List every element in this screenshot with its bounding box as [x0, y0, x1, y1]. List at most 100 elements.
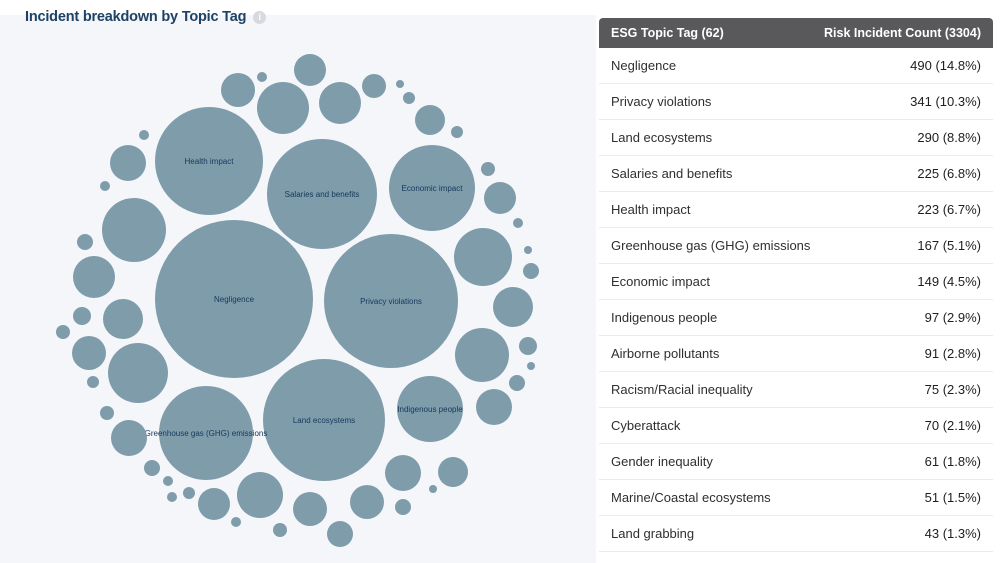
bubble[interactable]: [438, 457, 468, 487]
bubble[interactable]: [198, 488, 230, 520]
tag-cell: Land grabbing: [611, 526, 695, 541]
bubble-negligence[interactable]: [155, 220, 313, 378]
bubble[interactable]: [72, 336, 106, 370]
bubble[interactable]: [100, 406, 114, 420]
table-header: ESG Topic Tag (62) Risk Incident Count (…: [599, 18, 993, 48]
bubble[interactable]: [481, 162, 495, 176]
bubble[interactable]: [100, 181, 110, 191]
bubble[interactable]: [327, 521, 353, 547]
bubble-salaries-and-benefits[interactable]: [267, 139, 377, 249]
bubble[interactable]: [385, 455, 421, 491]
table-row[interactable]: Airborne pollutants 91 (2.8%): [599, 336, 993, 372]
bubble[interactable]: [294, 54, 326, 86]
header-tag-label: ESG Topic Tag (62): [611, 26, 724, 40]
bubble[interactable]: [139, 130, 149, 140]
count-cell: 75 (2.3%): [924, 382, 981, 397]
bubble[interactable]: [415, 105, 445, 135]
bubble[interactable]: [451, 126, 463, 138]
bubble[interactable]: [221, 73, 255, 107]
tag-cell: Racism/Racial inequality: [611, 382, 753, 397]
bubble[interactable]: [527, 362, 535, 370]
bubble-land-ecosystems[interactable]: [263, 359, 385, 481]
table-row[interactable]: Racism/Racial inequality 75 (2.3%): [599, 372, 993, 408]
count-cell: 149 (4.5%): [917, 274, 981, 289]
table-row[interactable]: Gender inequality 61 (1.8%): [599, 444, 993, 480]
bubble[interactable]: [524, 246, 532, 254]
tag-cell: Land ecosystems: [611, 130, 713, 145]
count-cell: 91 (2.8%): [924, 346, 981, 361]
bubble[interactable]: [87, 376, 99, 388]
bubble[interactable]: [77, 234, 93, 250]
bubble[interactable]: [319, 82, 361, 124]
count-cell: 490 (14.8%): [910, 58, 981, 73]
bubble[interactable]: [183, 487, 195, 499]
bubble[interactable]: [110, 145, 146, 181]
bubble[interactable]: [513, 218, 523, 228]
bubble[interactable]: [144, 460, 160, 476]
tag-cell: Economic impact: [611, 274, 710, 289]
bubble[interactable]: [73, 307, 91, 325]
tag-cell: Gender inequality: [611, 454, 713, 469]
info-icon[interactable]: i: [253, 10, 267, 24]
bubble[interactable]: [73, 256, 115, 298]
bubble[interactable]: [519, 337, 537, 355]
header-count-label: Risk Incident Count (3304): [824, 26, 981, 40]
tag-cell: Greenhouse gas (GHG) emissions: [611, 238, 811, 253]
bubble-health-impact[interactable]: [155, 107, 263, 215]
bubble[interactable]: [102, 198, 166, 262]
table-row[interactable]: Salaries and benefits 225 (6.8%): [599, 156, 993, 192]
bubble-economic-impact[interactable]: [389, 145, 475, 231]
bubble[interactable]: [237, 472, 283, 518]
bubble[interactable]: [429, 485, 437, 493]
bubble[interactable]: [350, 485, 384, 519]
count-cell: 51 (1.5%): [924, 490, 981, 505]
count-cell: 97 (2.9%): [924, 310, 981, 325]
tag-cell: Cyberattack: [611, 418, 681, 433]
bubble[interactable]: [455, 328, 509, 382]
count-cell: 61 (1.8%): [924, 454, 981, 469]
bubble-privacy-violations[interactable]: [324, 234, 458, 368]
bubble[interactable]: [395, 499, 411, 515]
bubble[interactable]: [523, 263, 539, 279]
bubble-greenhouse-gas-ghg-emissions[interactable]: [159, 386, 253, 480]
tag-cell: Salaries and benefits: [611, 166, 733, 181]
bubble[interactable]: [454, 228, 512, 286]
bubble[interactable]: [163, 476, 173, 486]
bubble[interactable]: [509, 375, 525, 391]
count-cell: 225 (6.8%): [917, 166, 981, 181]
table-row[interactable]: Marine/Coastal ecosystems 51 (1.5%): [599, 480, 993, 516]
bubble[interactable]: [476, 389, 512, 425]
bubble[interactable]: [293, 492, 327, 526]
bubble[interactable]: [111, 420, 147, 456]
tag-cell: Privacy violations: [611, 94, 712, 109]
bubble-indigenous-people[interactable]: [397, 376, 463, 442]
table-row[interactable]: Land ecosystems 290 (8.8%): [599, 120, 993, 156]
bubble[interactable]: [257, 82, 309, 134]
table-row[interactable]: Land grabbing 43 (1.3%): [599, 516, 993, 552]
bubble[interactable]: [231, 517, 241, 527]
tag-cell: Marine/Coastal ecosystems: [611, 490, 771, 505]
bubble[interactable]: [493, 287, 533, 327]
bubble[interactable]: [403, 92, 415, 104]
bubble[interactable]: [273, 523, 287, 537]
bubble[interactable]: [103, 299, 143, 339]
tag-cell: Airborne pollutants: [611, 346, 720, 361]
bubble[interactable]: [56, 325, 70, 339]
bubble[interactable]: [167, 492, 177, 502]
chart-title-row: Incident breakdown by Topic Tag i: [25, 9, 267, 25]
bubble[interactable]: [396, 80, 404, 88]
bubble[interactable]: [257, 72, 267, 82]
bubble[interactable]: [108, 343, 168, 403]
count-cell: 290 (8.8%): [917, 130, 981, 145]
table-row[interactable]: Economic impact 149 (4.5%): [599, 264, 993, 300]
count-cell: 43 (1.3%): [924, 526, 981, 541]
bubble[interactable]: [362, 74, 386, 98]
bubble[interactable]: [484, 182, 516, 214]
